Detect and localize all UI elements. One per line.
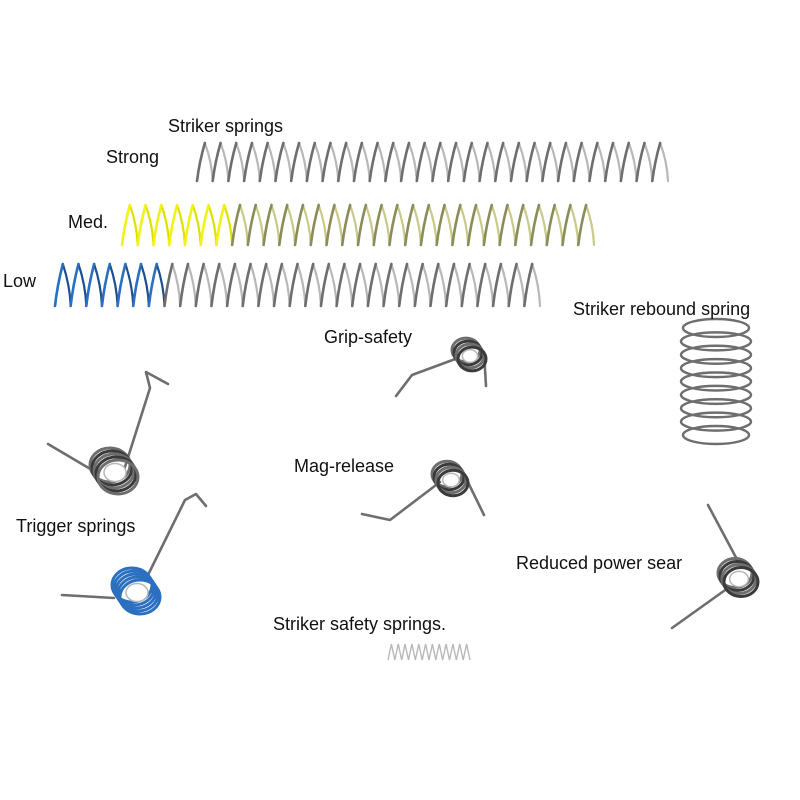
striker-safety-spring (387, 643, 471, 661)
striker-rebound-spring (679, 317, 753, 446)
low-striker-spring (53, 262, 542, 308)
med-striker-spring (120, 203, 596, 247)
label-mag-release: Mag-release (294, 456, 395, 476)
grip-safety-spring (394, 336, 488, 398)
strong-striker-spring (195, 141, 670, 183)
mag-release-spring (360, 459, 486, 522)
label-striker-rebound-spring: Striker rebound spring (573, 299, 751, 319)
label-grip-safety: Grip-safety (324, 327, 413, 347)
reduced-power-sear-spring (670, 503, 760, 630)
label-strong: Strong (106, 147, 160, 167)
label-med: Med. (68, 212, 109, 232)
label-reduced-power-sear: Reduced power sear (516, 553, 683, 573)
label-low: Low (3, 271, 37, 291)
label-trigger-springs: Trigger springs (16, 516, 136, 536)
label-striker-springs: Striker springs (168, 116, 284, 136)
label-striker-safety-springs: Striker safety springs. (273, 614, 447, 634)
trigger-spring-blue (60, 492, 208, 616)
trigger-spring-plain (46, 370, 170, 496)
